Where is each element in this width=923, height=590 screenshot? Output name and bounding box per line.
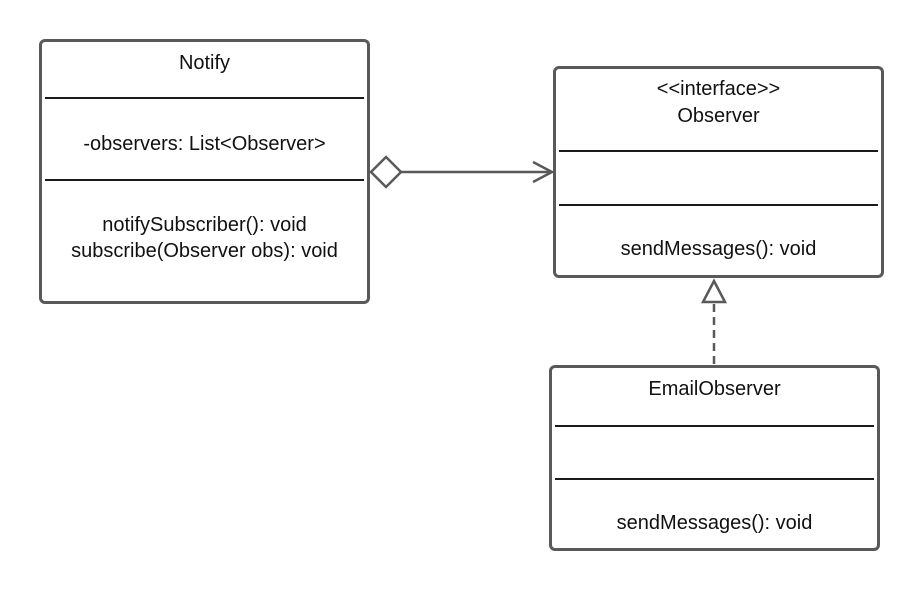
class-email-observer-method: sendMessages(): void: [616, 512, 813, 534]
class-observer-name: Observer: [677, 105, 760, 127]
class-notify-method: subscribe(Observer obs): void: [71, 240, 338, 262]
class-notify: Notify -observers: List<Observer> notify…: [39, 39, 370, 304]
class-email-observer: EmailObserver sendMessages(): void: [549, 365, 880, 551]
class-notify-name: Notify: [178, 52, 231, 74]
class-observer-method: sendMessages(): void: [620, 238, 817, 260]
class-email-observer-name: EmailObserver: [648, 378, 781, 400]
class-observer: <<interface>> Observer sendMessages(): v…: [553, 66, 884, 278]
class-email-observer-separator-bottom: [555, 478, 874, 480]
class-observer-separator-bottom: [559, 204, 878, 206]
class-observer-separator-top: [559, 150, 878, 152]
class-notify-separator-top: [45, 97, 364, 99]
class-notify-separator-bottom: [45, 179, 364, 181]
aggregation-arrowhead: [532, 160, 555, 184]
class-notify-attribute: -observers: List<Observer>: [83, 133, 326, 155]
realization-connector: [700, 278, 728, 364]
class-observer-stereotype: <<interface>>: [656, 78, 781, 100]
realization-triangle-head: [700, 278, 728, 304]
class-email-observer-separator-top: [555, 425, 874, 427]
aggregation-connector: [369, 155, 555, 189]
aggregation-diamond: [369, 155, 403, 189]
class-notify-method: notifySubscriber(): void: [102, 214, 307, 236]
